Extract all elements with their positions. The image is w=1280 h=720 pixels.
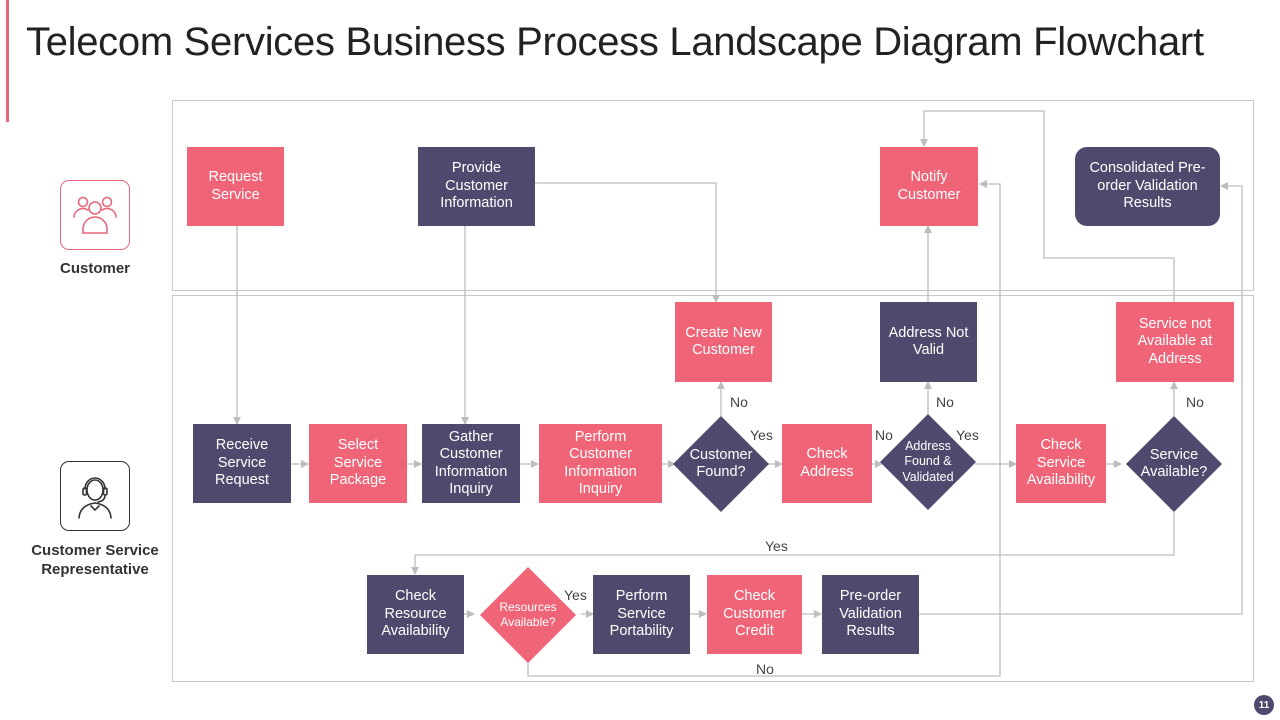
edge-label-yes: Yes — [564, 587, 587, 603]
edge-not-available-to-notify — [920, 110, 1175, 302]
edge-resources-no-to-notify — [527, 180, 1001, 677]
preorder-validation-results-node[interactable]: Pre-order Validation Results — [822, 575, 919, 654]
service-not-available-node[interactable]: Service not Available at Address — [1116, 302, 1234, 382]
notify-customer-node[interactable]: Notify Customer — [880, 147, 978, 226]
edge-service-available-to-resource — [411, 512, 1175, 575]
check-customer-credit-node[interactable]: Check Customer Credit — [707, 575, 802, 654]
request-service-node[interactable]: Request Service — [187, 147, 284, 226]
lane-customer — [172, 100, 1254, 291]
customer-found-diamond[interactable] — [673, 416, 769, 512]
resources-available-diamond[interactable] — [480, 567, 576, 663]
edge-provide-to-create — [535, 182, 720, 303]
lane-label-customer: Customer — [59, 260, 130, 277]
edge-label-yes: Yes — [750, 427, 773, 443]
address-not-valid-node[interactable]: Address Not Valid — [880, 302, 977, 382]
lane-label-csr: Customer Service Representative — [31, 542, 159, 578]
check-service-availability-node[interactable]: Check Service Availability — [1016, 424, 1106, 503]
edge-label-yes: Yes — [956, 427, 979, 443]
edge-label-no: No — [875, 427, 893, 443]
create-new-customer-node[interactable]: Create New Customer — [675, 302, 772, 382]
page-number-badge: 11 — [1254, 695, 1274, 715]
edge-label-no: No — [756, 661, 774, 677]
edge-preorder-to-consolidated — [919, 182, 1243, 615]
address-found-diamond[interactable] — [880, 414, 976, 510]
accent-bar — [6, 0, 9, 122]
select-service-package-node[interactable]: Select Service Package — [309, 424, 407, 503]
perform-service-portability-node[interactable]: Perform Service Portability — [593, 575, 690, 654]
edge-label-no: No — [730, 394, 748, 410]
check-address-node[interactable]: Check Address — [782, 424, 872, 503]
provide-customer-information-node[interactable]: Provide Customer Information — [418, 147, 535, 226]
headset-agent-icon — [60, 461, 130, 531]
check-resource-availability-node[interactable]: Check Resource Availability — [367, 575, 464, 654]
service-available-diamond[interactable] — [1126, 416, 1222, 512]
edge-label-yes: Yes — [765, 538, 788, 554]
page-title: Telecom Services Business Process Landsc… — [26, 20, 1204, 64]
perform-customer-information-node[interactable]: Perform Customer Information Inquiry — [539, 424, 662, 503]
receive-service-request-node[interactable]: Receive Service Request — [193, 424, 291, 503]
customer-group-icon — [60, 180, 130, 250]
edge-label-no: No — [1186, 394, 1204, 410]
edge-label-no: No — [936, 394, 954, 410]
gather-customer-information-node[interactable]: Gather Customer Information Inquiry — [422, 424, 520, 503]
consolidated-results-node[interactable]: Consolidated Pre-order Validation Result… — [1075, 147, 1220, 226]
